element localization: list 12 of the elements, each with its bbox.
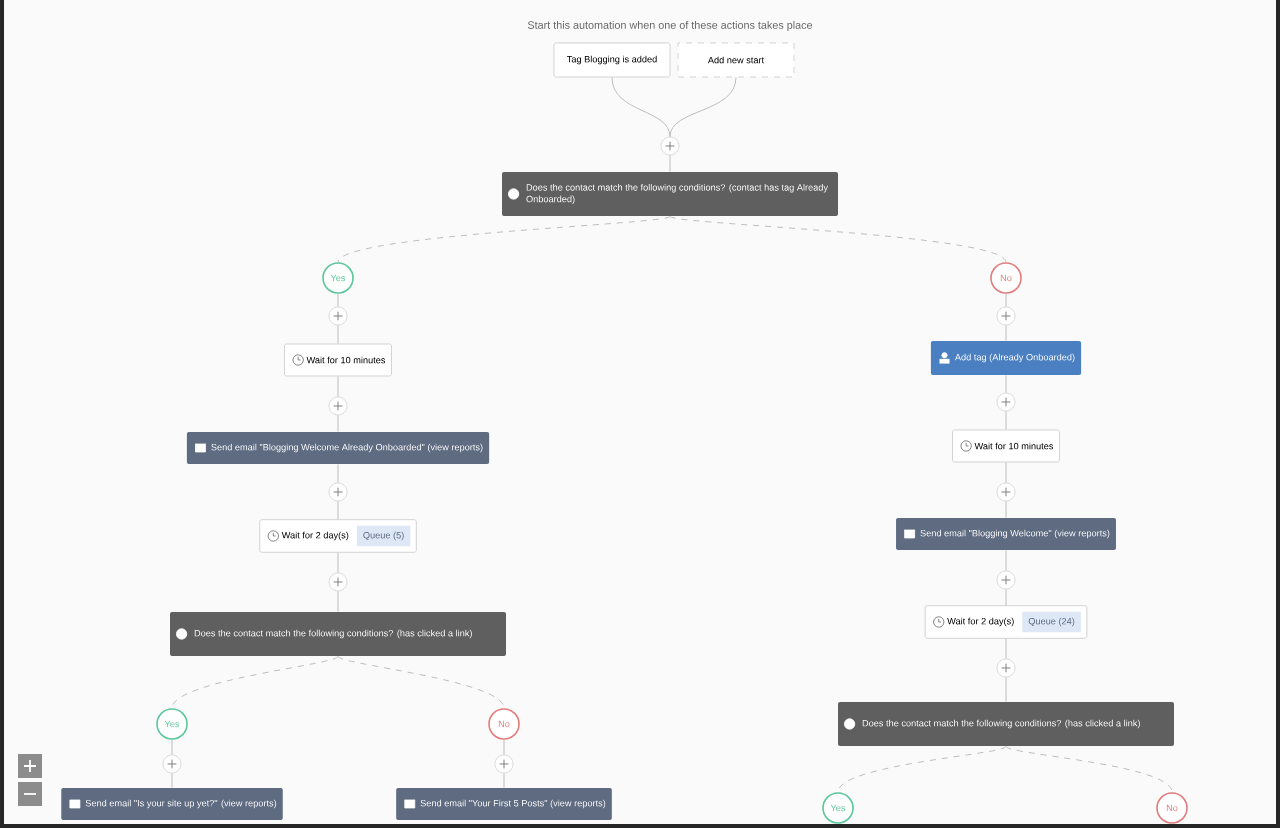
plus-button	[996, 306, 1016, 326]
plus-button	[996, 658, 1016, 678]
plus-button	[660, 136, 680, 156]
plus-button	[328, 306, 348, 326]
plus-button	[494, 754, 514, 774]
plus-button	[996, 570, 1016, 590]
plus-button	[328, 396, 348, 416]
plus-button	[996, 482, 1016, 502]
plus-button	[328, 572, 348, 592]
plus-button	[328, 482, 348, 502]
plus-button	[162, 754, 182, 774]
plus-button	[996, 392, 1016, 412]
